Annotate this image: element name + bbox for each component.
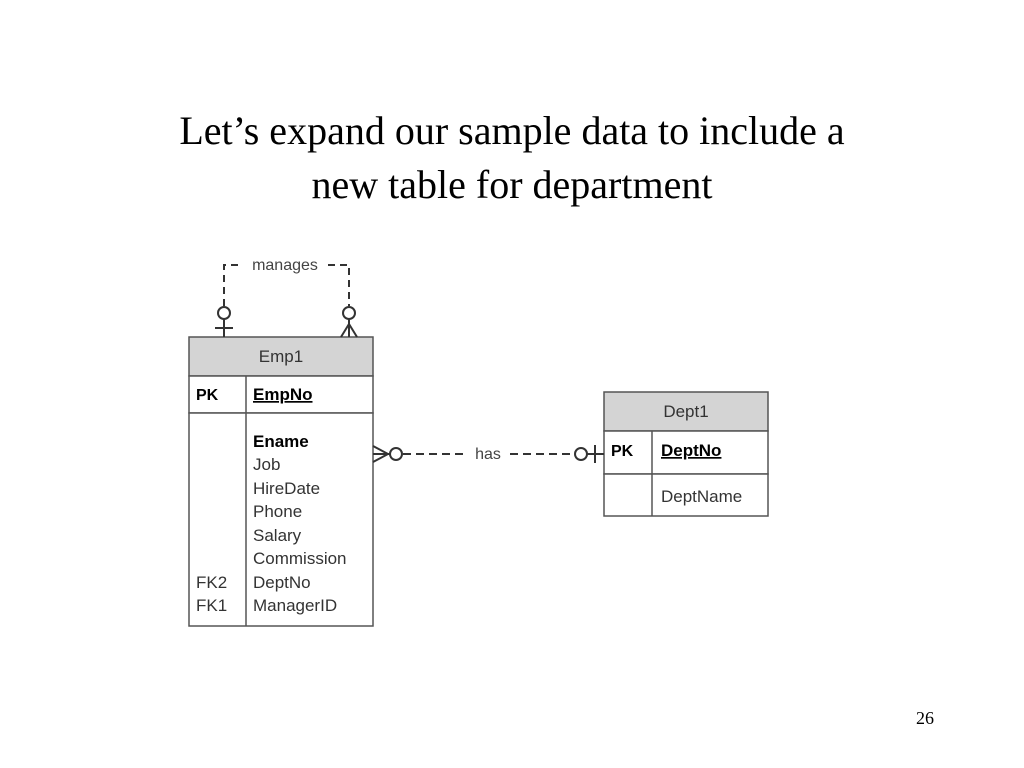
emp1-fk1-marker: FK1 — [196, 596, 227, 615]
dept1-header — [603, 391, 769, 432]
emp1-attribute-section — [188, 412, 374, 627]
dept1-field-deptname: DeptName — [661, 487, 742, 506]
entity-dept1: Dept1 PK DeptNo DeptName — [603, 391, 769, 517]
dept1-attribute-section — [603, 473, 769, 517]
emp1-fk2-marker: FK2 — [196, 573, 227, 592]
emp1-field-deptno: DeptNo — [253, 573, 311, 592]
dept1-pk-marker: PK — [611, 443, 634, 460]
slide-title-line-2: new table for department — [311, 162, 713, 207]
page-number: 26 — [916, 708, 934, 728]
relationship-manages-label: manages — [252, 257, 318, 274]
emp1-field-commission: Commission — [253, 549, 347, 568]
emp1-field-ename: Ename — [253, 432, 309, 451]
emp1-pk-marker: PK — [196, 387, 219, 404]
emp1-field-salary: Salary — [253, 526, 302, 545]
relationship-has — [372, 445, 604, 463]
emp1-field-job: Job — [253, 455, 280, 474]
dept1-title: Dept1 — [663, 402, 708, 421]
relationship-manages — [215, 264, 358, 338]
emp1-field-phone: Phone — [253, 502, 302, 521]
dept1-pk-field: DeptNo — [661, 441, 721, 460]
slide-title: Let’s expand our sample data to include … — [0, 104, 1024, 212]
emp1-field-managerid: ManagerID — [253, 596, 337, 615]
emp1-field-hiredate: HireDate — [253, 479, 320, 498]
emp1-pk-field: EmpNo — [253, 385, 313, 404]
emp1-key-section — [188, 375, 374, 414]
relationship-has-label: has — [475, 446, 501, 463]
slide-title-line-1: Let’s expand our sample data to include … — [179, 108, 845, 153]
emp1-title: Emp1 — [259, 347, 303, 366]
entity-emp1: Emp1 PK EmpNo Ename Job HireDate Phone S… — [188, 336, 374, 627]
dept1-key-section — [603, 430, 769, 475]
